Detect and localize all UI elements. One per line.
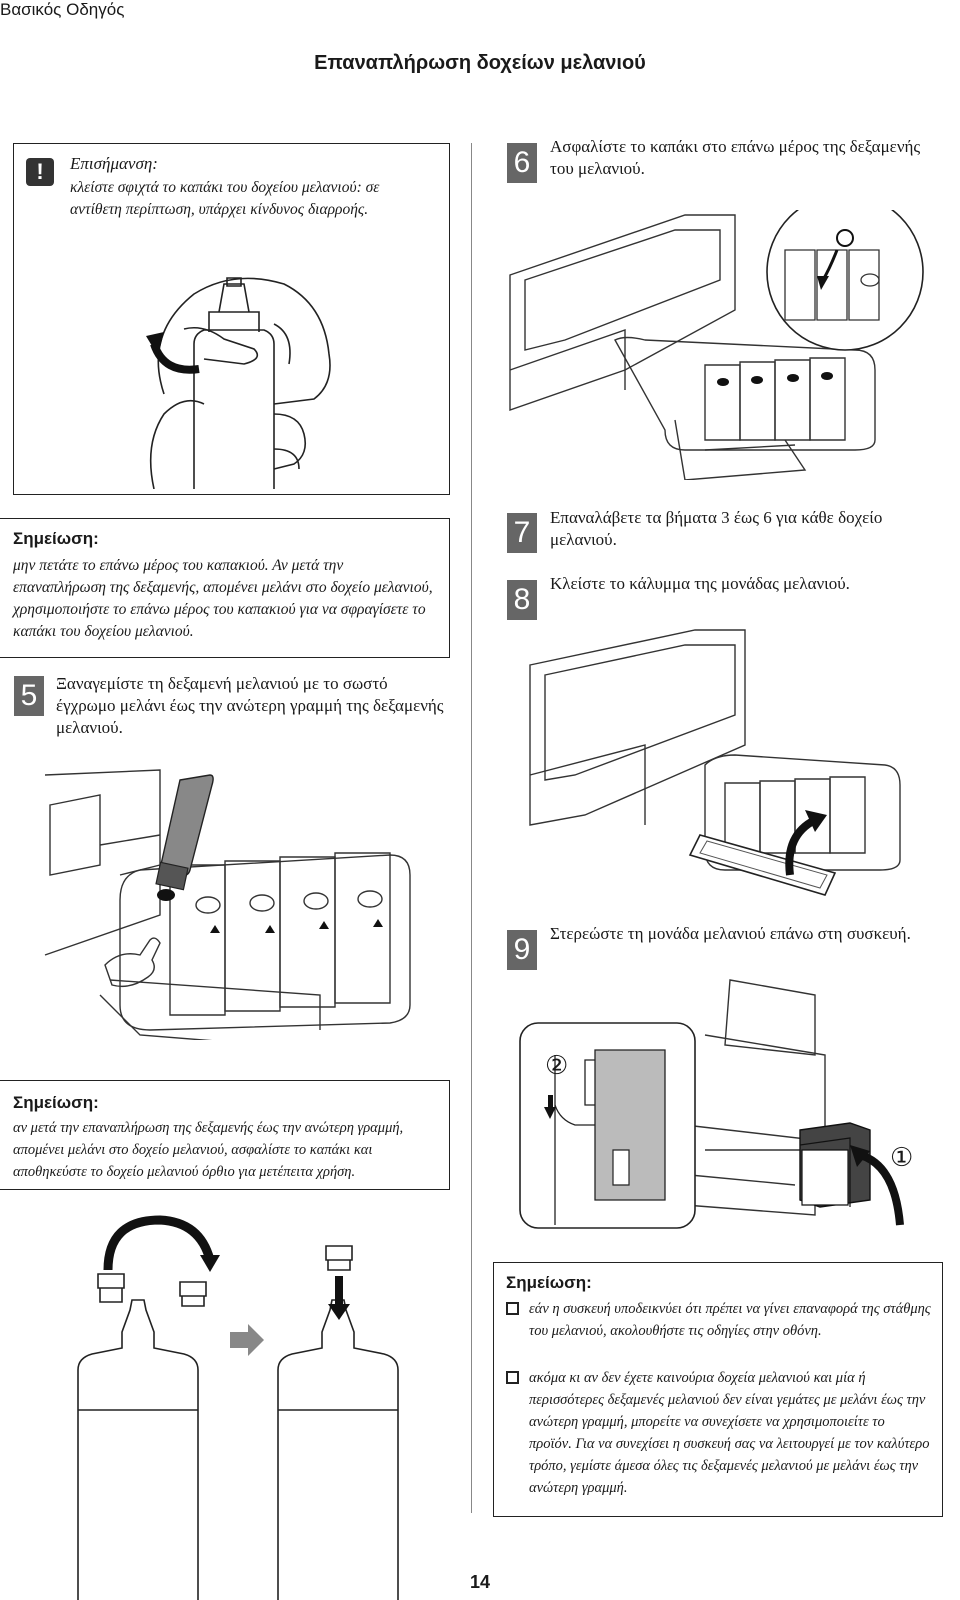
note3-item-1-text: εάν η συσκευή υποδεικνύει ότι πρέπει να … [529, 1301, 931, 1339]
note3-item-1: εάν η συσκευή υποδεικνύει ότι πρέπει να … [506, 1298, 931, 1342]
close-cover-illustration [525, 625, 905, 900]
warning-text: κλείστε σφιχτά το καπάκι του δοχείου μελ… [70, 179, 380, 218]
step-number-6: 6 [507, 143, 537, 183]
note3-item-2-text: ακόμα κι αν δεν έχετε καινούρια δοχεία μ… [529, 1370, 930, 1496]
note-box-2: Σημείωση: αν μετά την επαναπλήρωση της δ… [0, 1080, 450, 1190]
checkbox-icon [506, 1371, 519, 1384]
running-header: Βασικός Οδηγός [0, 0, 125, 19]
step-number-9: 9 [507, 930, 537, 970]
step-6-text: Ασφαλίστε το καπάκι στο επάνω μέρος της … [550, 137, 921, 178]
note1-text: μην πετάτε το επάνω μέρος του καπακιού. … [13, 557, 433, 640]
step-9-text: Στερεώστε τη μονάδα μελανιού επάνω στη σ… [550, 924, 911, 943]
callout-1: ① [890, 1142, 914, 1172]
page-number: 14 [469, 1572, 491, 1592]
step-number-5: 5 [14, 676, 44, 716]
warning-box: ! Επισήμανση: κλείστε σφιχτά το καπάκι τ… [13, 143, 450, 495]
step-7-text: Επαναλάβετε τα βήματα 3 έως 6 για κάθε δ… [550, 508, 883, 549]
note2-heading: Σημείωση: [13, 1093, 99, 1112]
step-8-text: Κλείστε το κάλυμμα της μονάδας μελανιού. [550, 574, 850, 593]
checkbox-icon [506, 1302, 519, 1315]
note-box-1: Σημείωση: μην πετάτε το επάνω μέρος του … [0, 518, 450, 658]
warning-heading: Επισήμανση: [70, 154, 158, 173]
note2-text: αν μετά την επαναπλήρωση της δεξαμενής έ… [13, 1120, 404, 1180]
column-divider [471, 143, 472, 1513]
note-box-3: Σημείωση: εάν η συσκευή υποδεικνύει ότι … [493, 1262, 943, 1517]
page-title: Επαναπλήρωση δοχείων μελανιού [314, 52, 646, 74]
bottle-cap-storage-illustration [60, 1210, 400, 1600]
step-number-8: 8 [507, 580, 537, 620]
note3-item-2: ακόμα κι αν δεν έχετε καινούρια δοχεία μ… [506, 1367, 931, 1499]
step-number-7: 7 [507, 513, 537, 553]
warning-icon: ! [26, 158, 54, 186]
callout-2: ② [545, 1050, 569, 1080]
refill-tank-illustration [40, 765, 440, 1040]
note1-heading: Σημείωση: [13, 529, 99, 548]
hand-tightening-cap-illustration [146, 264, 354, 489]
secure-cap-illustration [505, 210, 925, 480]
note3-heading: Σημείωση: [506, 1273, 592, 1292]
step-5-text: Ξαναγεμίστε τη δεξαμενή μελανιού με το σ… [56, 674, 444, 737]
attach-ink-unit-illustration [515, 975, 935, 1245]
